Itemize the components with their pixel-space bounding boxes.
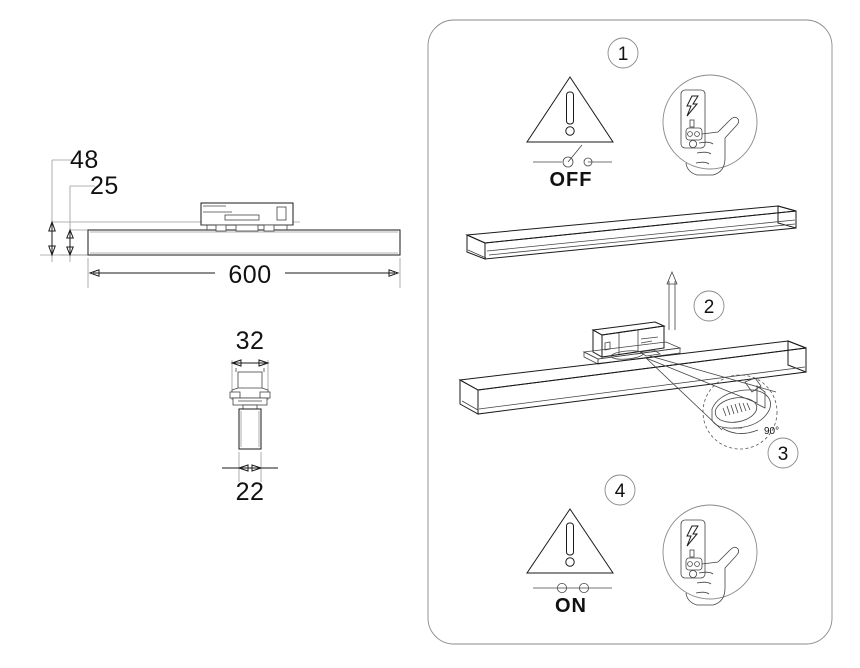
- track-adapter-3d: [582, 321, 682, 365]
- end-view-drawing: 32: [222, 327, 278, 506]
- breaker-body-icon-2: [680, 519, 706, 579]
- breaker-detail-1: [662, 74, 758, 176]
- breaker-detail-4: [662, 504, 758, 606]
- hand-icon: [685, 116, 740, 176]
- luminaire-body-end: [238, 408, 262, 450]
- step-4-group: 4 ON: [526, 474, 758, 617]
- instruction-panel: 1 OFF: [427, 19, 833, 645]
- dimension-22: 22: [222, 452, 278, 506]
- track-adapter-end: [229, 368, 271, 410]
- hand-icon-2: [685, 546, 740, 606]
- dimension-25-label: 25: [90, 172, 119, 200]
- rotation-angle-label: 90°: [764, 426, 779, 437]
- side-view-drawing: 48 25: [40, 146, 401, 289]
- step-1-badge: [607, 37, 639, 69]
- dimension-600: 600: [87, 258, 401, 289]
- luminaire-3d-group: 90° 3: [458, 321, 807, 469]
- step-4-number: 4: [615, 481, 626, 502]
- breaker-body-icon: [680, 89, 706, 149]
- knurl-lines: [722, 402, 751, 417]
- track-rail-3d: [465, 205, 797, 260]
- step-2-number: 2: [704, 297, 715, 318]
- step-3-badge: [767, 437, 799, 469]
- dimension-22-label: 22: [236, 478, 265, 506]
- step-1-number: 1: [618, 44, 629, 65]
- step-3-number: 3: [778, 444, 789, 465]
- luminaire-body-side: [87, 229, 401, 256]
- step-2-badge: [693, 290, 725, 322]
- warning-triangle-icon: [526, 76, 614, 143]
- dimension-600-label: 600: [228, 261, 271, 289]
- dimension-32-label: 32: [236, 327, 265, 355]
- step-2-group: 2: [465, 205, 797, 330]
- step-1-group: 1 OFF: [526, 37, 758, 191]
- insert-arrow-icon: [666, 270, 678, 330]
- rotation-detail-3: 90°: [702, 374, 779, 450]
- step-4-badge: [604, 474, 636, 506]
- track-adapter-side: [200, 202, 294, 232]
- detail-leader-lines: [645, 355, 777, 431]
- luminaire-body-3d: [458, 340, 807, 415]
- warning-triangle-icon-2: [526, 508, 614, 574]
- step-4-action-label: ON: [555, 595, 587, 617]
- switch-open-icon: [533, 144, 612, 168]
- step-1-action-label: OFF: [550, 169, 593, 191]
- dimension-48: 48: [48, 146, 99, 257]
- switch-closed-icon: [533, 583, 612, 594]
- dimension-48-label: 48: [70, 146, 99, 174]
- dimension-25: 25: [66, 172, 119, 257]
- dimension-drawings-group: 48 25: [40, 146, 401, 506]
